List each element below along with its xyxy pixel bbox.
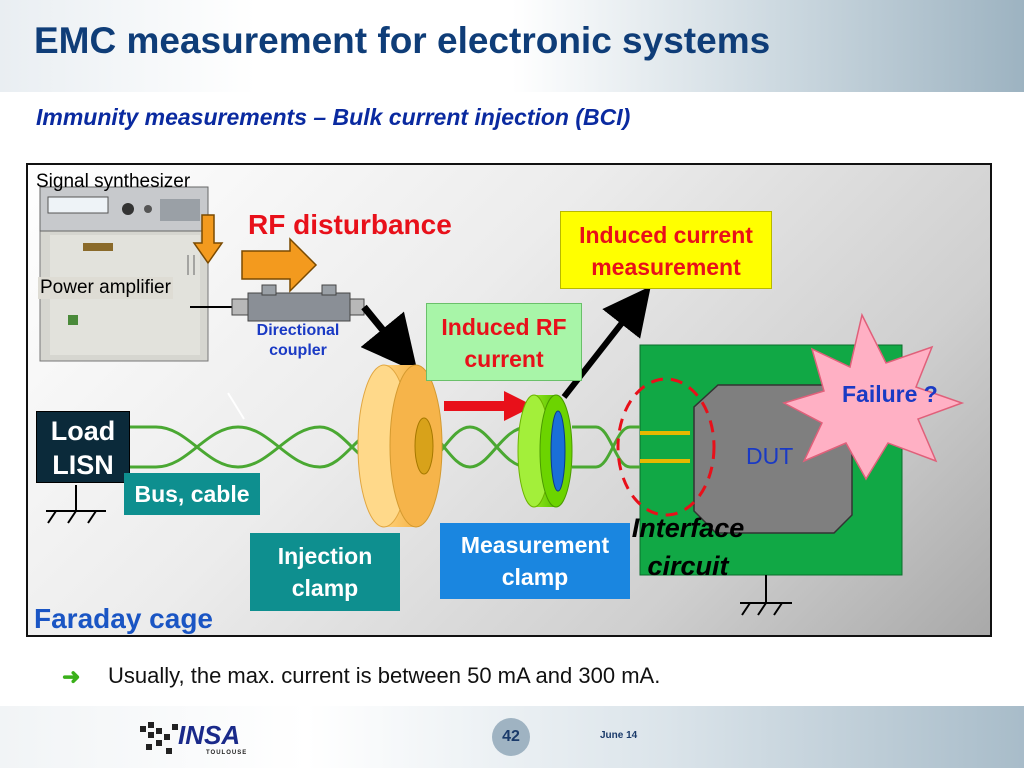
- dut-label: DUT: [746, 443, 794, 469]
- injection-clamp-graphic: [357, 364, 443, 528]
- insa-logo-text: INSA: [178, 720, 241, 750]
- insa-logo-icon: [140, 722, 178, 754]
- page-number: 42: [502, 728, 520, 745]
- injection-clamp-box: Injection clamp: [250, 533, 400, 611]
- header-band: [0, 0, 1024, 92]
- interface-circuit-label: Interface circuit: [631, 513, 745, 581]
- faraday-cage-label: Faraday cage: [34, 603, 213, 634]
- equipment-photo: [39, 186, 209, 362]
- load-lisn-box: Load LISN: [36, 411, 130, 483]
- diagram-graphics: [39, 186, 965, 616]
- power-amplifier-label: Power amplifier: [38, 277, 173, 299]
- down-arrow-icon: [192, 214, 224, 265]
- page-title: EMC measurement for electronic systems: [34, 20, 771, 61]
- bci-diagram: Signal synthesizer Power amplifier RF di…: [26, 163, 992, 637]
- bullet-arrow-icon: ➜: [62, 664, 81, 689]
- rf-disturbance-label: RF disturbance: [248, 209, 452, 240]
- directional-coupler-graphic: [231, 284, 365, 322]
- induced-rf-current-box: Induced RF current: [426, 303, 582, 381]
- failure-burst-icon: [782, 312, 965, 481]
- failure-label: Failure ?: [842, 381, 938, 407]
- measurement-clamp-box: Measurement clamp: [440, 523, 630, 599]
- footer-date: June 14: [600, 730, 638, 741]
- induced-current-measurement-box: Induced current measurement: [560, 211, 772, 289]
- ground-symbol-right: [740, 575, 792, 616]
- insa-logo-subtext: TOULOUSE: [206, 750, 248, 756]
- interface-circuit-marker: [616, 377, 716, 517]
- ground-symbol-left: [46, 485, 106, 524]
- bullet-text: Usually, the max. current is between 50 …: [108, 663, 661, 688]
- signal-synthesizer-label: Signal synthesizer: [36, 171, 191, 192]
- page-subtitle: Immunity measurements – Bulk current inj…: [36, 104, 631, 130]
- directional-coupler-label: Directional coupler: [256, 322, 340, 359]
- red-arrow-icon: [444, 391, 534, 421]
- bus-cable-lines: [128, 425, 640, 469]
- insa-logo: INSA TOULOUSE: [138, 712, 258, 764]
- rf-arrow-icon: [241, 237, 318, 293]
- page-number-badge: 42: [492, 718, 530, 756]
- measurement-clamp-graphic: [517, 394, 573, 508]
- bus-cable-box: Bus, cable: [124, 473, 260, 515]
